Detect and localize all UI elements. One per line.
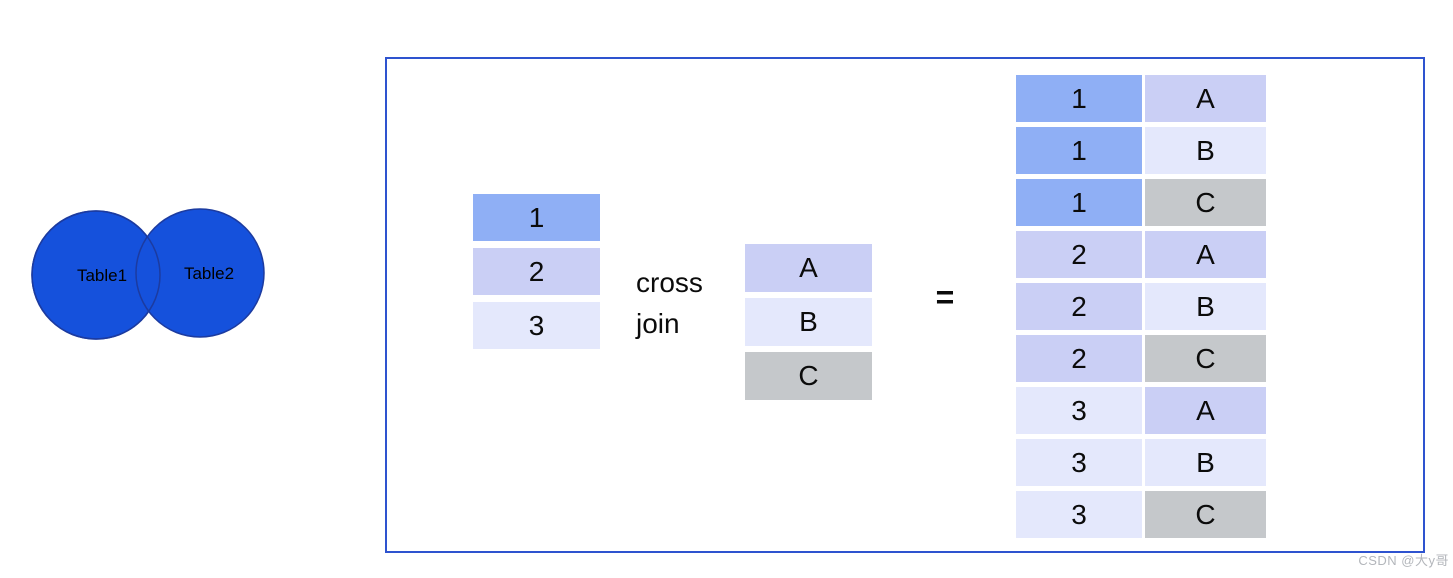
table2-label: Table2 [184, 264, 234, 283]
left-operand-table: 1 2 3 [473, 194, 600, 349]
left-operand-cell: 1 [473, 194, 600, 241]
right-operand-cell: C [745, 352, 872, 400]
result-cell-left: 3 [1016, 387, 1142, 434]
result-cell-left: 3 [1016, 491, 1142, 538]
right-operand-cell: B [745, 298, 872, 346]
result-cell-left: 2 [1016, 231, 1142, 278]
result-cell-left: 1 [1016, 127, 1142, 174]
result-cell-right: B [1145, 439, 1266, 486]
result-cell-right: C [1145, 179, 1266, 226]
left-operand-cell: 3 [473, 302, 600, 349]
result-cell-right: C [1145, 491, 1266, 538]
table2-circle [135, 208, 265, 338]
cross-join-label: cross join [636, 267, 703, 339]
result-cell-left: 3 [1016, 439, 1142, 486]
result-cell-right: A [1145, 75, 1266, 122]
result-cell-right: B [1145, 127, 1266, 174]
result-cell-right: C [1145, 335, 1266, 382]
table1-label: Table1 [77, 266, 127, 285]
result-cell-left: 2 [1016, 283, 1142, 330]
right-operand-cell: A [745, 244, 872, 292]
equals-sign: = [935, 279, 955, 315]
result-cell-right: B [1145, 283, 1266, 330]
result-cell-left: 1 [1016, 75, 1142, 122]
table1-circle-outline [31, 210, 161, 340]
result-cell-left: 1 [1016, 179, 1142, 226]
result-cell-right: A [1145, 231, 1266, 278]
venn-diagram: Table1 Table2 [31, 208, 265, 340]
left-operand-cell: 2 [473, 248, 600, 295]
result-cell-right: A [1145, 387, 1266, 434]
result-cell-left: 2 [1016, 335, 1142, 382]
watermark: CSDN @大y哥 [1358, 553, 1449, 568]
